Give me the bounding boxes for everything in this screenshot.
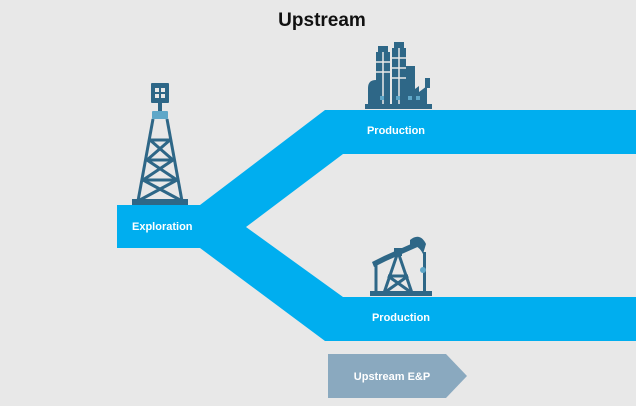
refinery-plant-icon bbox=[365, 42, 432, 109]
lower-branch-band bbox=[200, 227, 636, 341]
production-bottom-label: Production bbox=[372, 312, 430, 324]
diagram-title: Upstream bbox=[278, 10, 366, 31]
upstream-ep-arrow bbox=[328, 354, 467, 398]
pumpjack-icon bbox=[370, 236, 432, 296]
exploration-band bbox=[117, 205, 207, 248]
exploration-label: Exploration bbox=[132, 221, 193, 233]
flow-bands bbox=[117, 110, 636, 341]
oil-derrick-icon bbox=[132, 83, 188, 205]
production-top-label: Production bbox=[367, 125, 425, 137]
upstream-ep-label: Upstream E&P bbox=[354, 371, 430, 383]
upper-branch-band bbox=[200, 110, 636, 227]
